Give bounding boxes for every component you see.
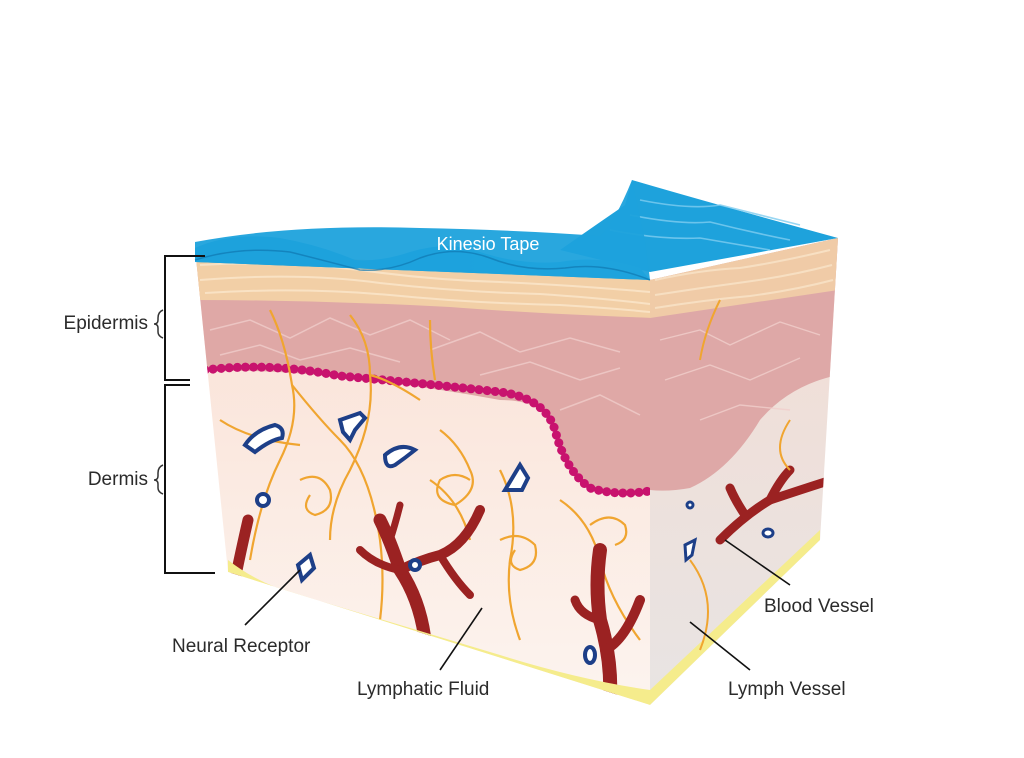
label-epidermis: Epidermis bbox=[64, 313, 148, 334]
brace-icons bbox=[153, 309, 164, 495]
label-dermis: Dermis bbox=[88, 469, 148, 490]
dermis-bracket bbox=[164, 384, 215, 574]
label-lymphatic-fluid: Lymphatic Fluid bbox=[357, 679, 489, 700]
epidermis-bracket bbox=[164, 255, 205, 381]
leader-lines bbox=[244, 539, 791, 671]
label-kinesio-tape: Kinesio Tape bbox=[437, 234, 540, 254]
label-blood-vessel: Blood Vessel bbox=[764, 596, 874, 617]
label-lymph-vessel: Lymph Vessel bbox=[728, 679, 846, 700]
front-face: Kinesio Tape bbox=[194, 180, 651, 705]
blood-vessel-side bbox=[715, 465, 830, 545]
label-neural-receptor: Neural Receptor bbox=[172, 636, 311, 657]
neural-receptors bbox=[242, 410, 597, 665]
